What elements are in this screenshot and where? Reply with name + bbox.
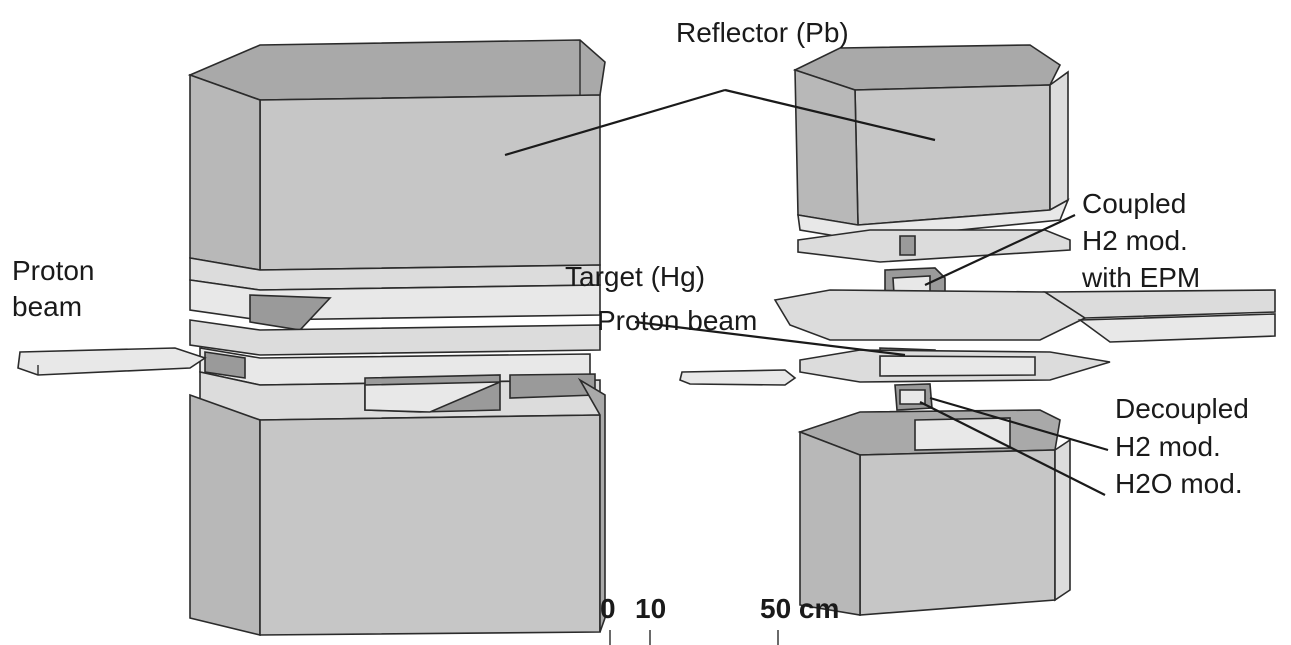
proton-beam-pipe-right <box>679 369 797 386</box>
exploded-upper-front <box>854 84 1051 226</box>
scale-tick-0-label: 0 <box>600 593 616 624</box>
scale-tick-50-label: 50 cm <box>760 593 839 624</box>
decoupled-label-line2: H2 mod. <box>1115 431 1221 462</box>
exploded-lower-front <box>859 449 1056 616</box>
proton-beam-left-label-line2: beam <box>12 291 82 322</box>
exploded-upper-side <box>794 68 859 226</box>
exploded-lower-side <box>799 430 861 616</box>
proton-beam-center-label: Proton beam <box>597 305 757 336</box>
exploded-upper-slab <box>797 229 1071 263</box>
upper-block-side <box>189 73 261 271</box>
proton-beam-pipe-left <box>17 347 207 376</box>
coupled-label-line3: with EPM <box>1081 262 1200 293</box>
exploded-reflector <box>679 44 1276 616</box>
lower-block-front <box>259 414 601 636</box>
scale-bar: 0 10 50 cm <box>600 593 839 645</box>
decoupled-label-line1: Decoupled <box>1115 393 1249 424</box>
upper-block-top <box>187 39 606 101</box>
leader-lines <box>504 88 1109 496</box>
target-label: Target (Hg) <box>565 261 705 292</box>
middle-slab <box>189 319 601 356</box>
h2o-mod-label: H2O mod. <box>1115 468 1243 499</box>
proton-beam-left-label-line1: Proton <box>12 255 95 286</box>
reflector-label: Reflector (Pb) <box>676 17 849 48</box>
upper-block-front <box>259 94 601 271</box>
coupled-label-line1: Coupled <box>1082 188 1186 219</box>
lower-block-side <box>189 393 261 637</box>
assembled-reflector <box>17 39 606 637</box>
coupled-label-line2: H2 mod. <box>1082 225 1188 256</box>
scale-tick-10-label: 10 <box>635 593 666 624</box>
exploded-mid-slab <box>773 289 1087 341</box>
